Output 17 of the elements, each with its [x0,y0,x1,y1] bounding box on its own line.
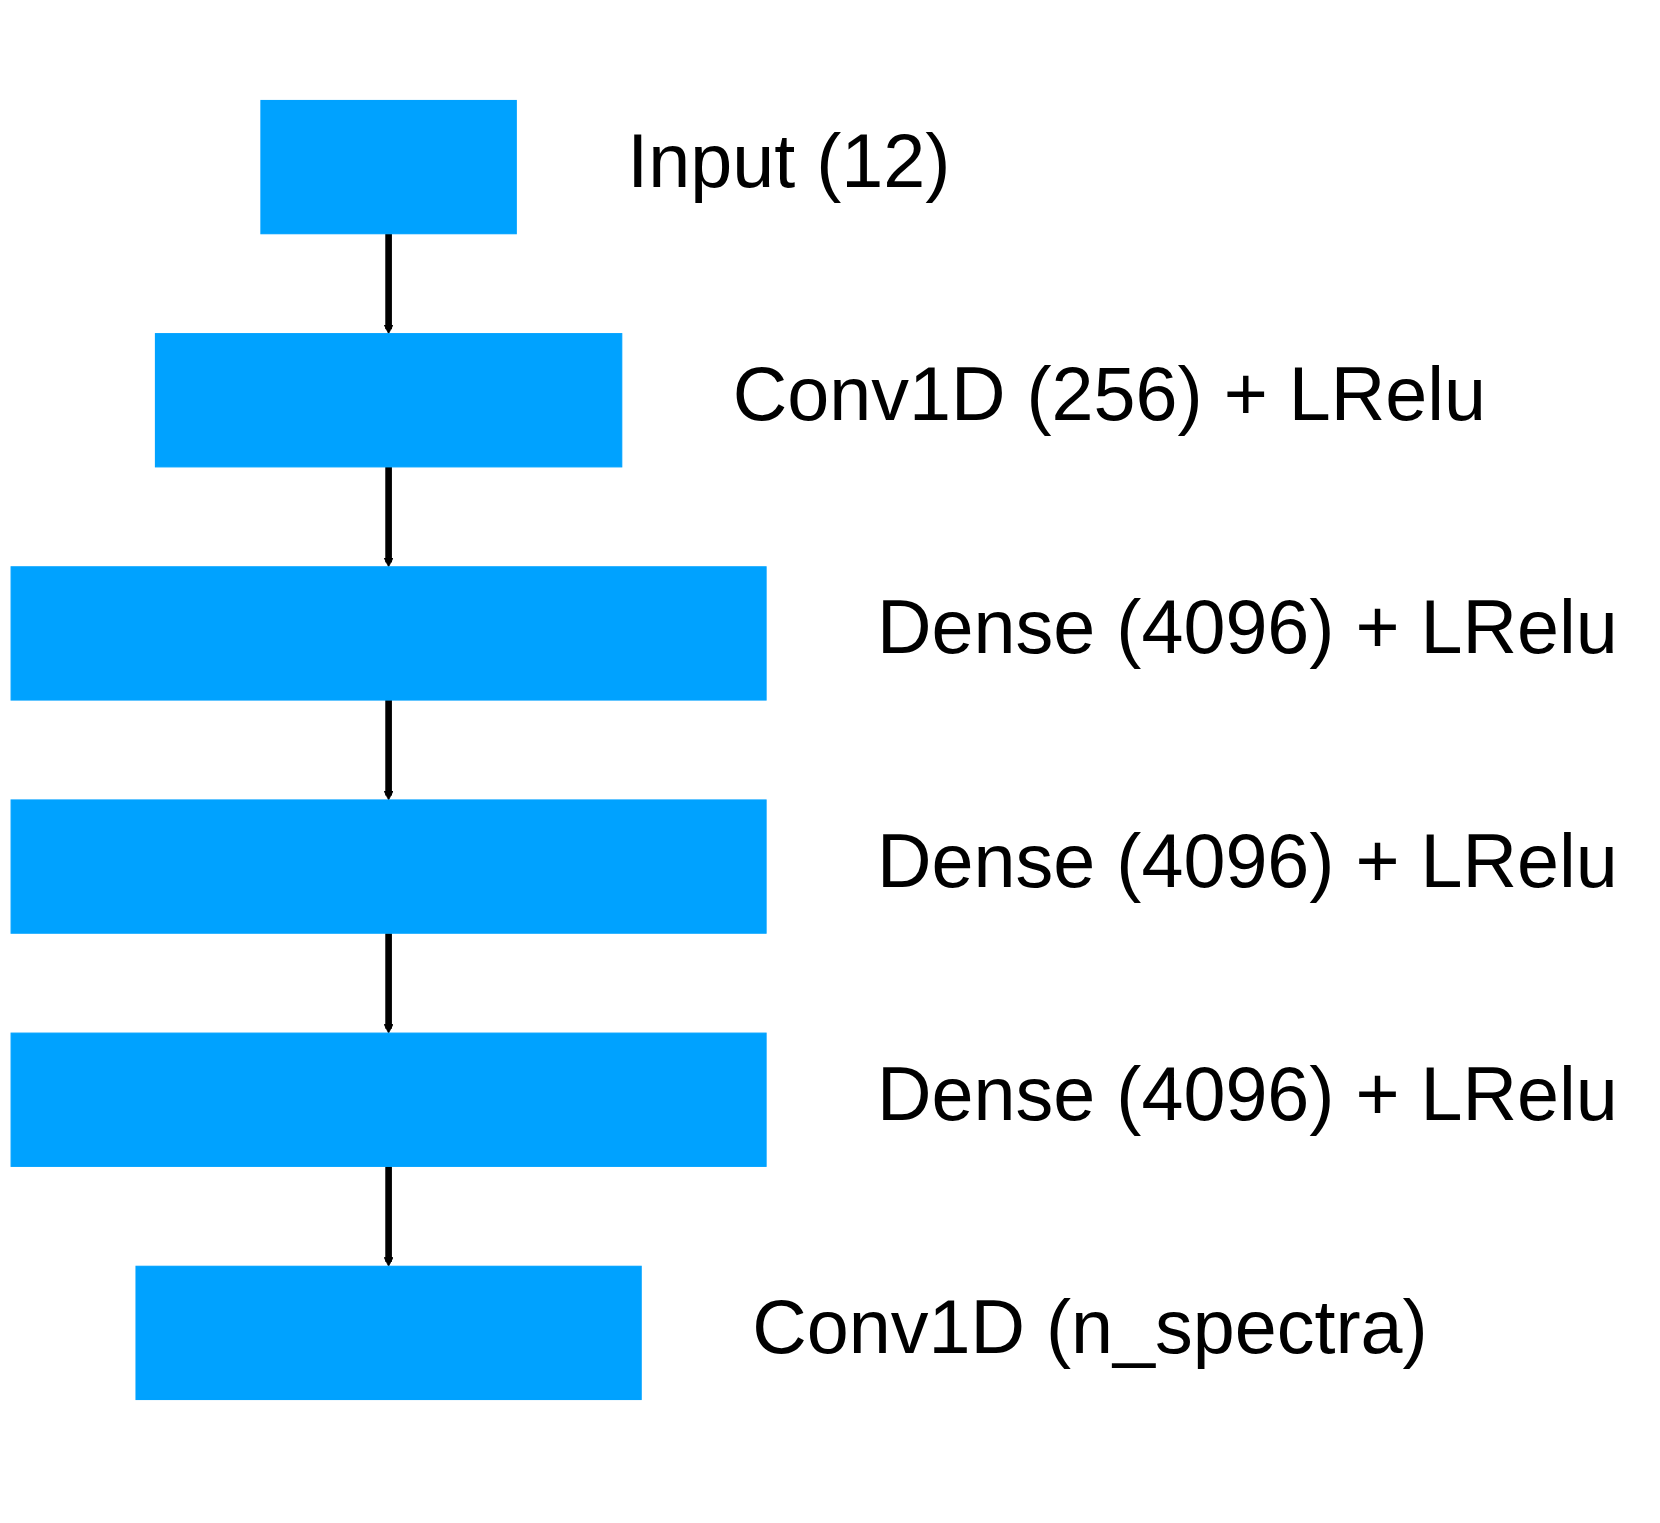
layer-label: Input (12) [627,119,951,204]
layer-label: Dense (4096) + LRelu [877,818,1618,903]
arrow [383,700,394,801]
layer-box [260,99,517,235]
layer-label: Dense (4096) + LRelu [877,1051,1618,1136]
layer-label: Dense (4096) + LRelu [877,585,1618,670]
layer-label: Conv1D (256) + LRelu [732,352,1486,437]
arrow [383,933,394,1034]
layer-box [10,799,767,934]
layer-box [154,333,623,468]
layer-box [10,566,767,701]
layer-box [10,1032,767,1167]
arrow [383,466,394,568]
layer-label: Conv1D (n_spectra) [752,1284,1428,1369]
arrow [383,233,394,335]
arrow [383,1166,394,1267]
layer-box [135,1265,642,1401]
